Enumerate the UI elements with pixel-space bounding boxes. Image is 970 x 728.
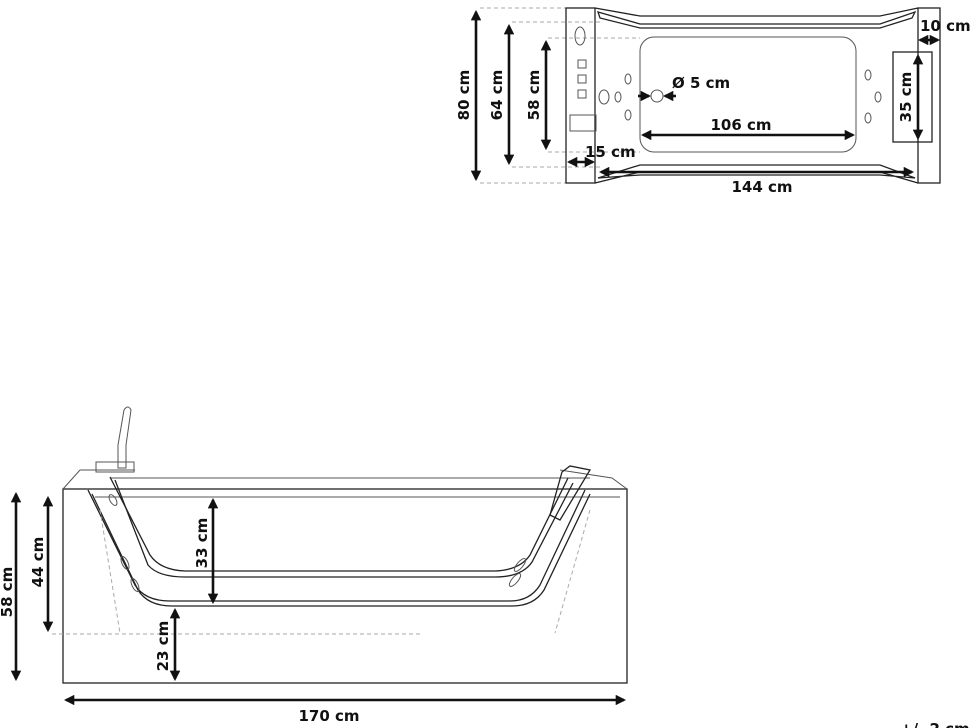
dim-10cm-label: 10 cm [920, 17, 970, 35]
dim-144cm-label: 144 cm [731, 178, 792, 196]
dim-170cm-label: 170 cm [298, 707, 359, 725]
button-icon [577, 89, 587, 99]
tolerance-note: +/- 2 cm [900, 720, 970, 728]
dim-23cm-label: 23 cm [154, 621, 172, 672]
drain-icon [650, 89, 664, 103]
dim-33cm-label: 33 cm [193, 518, 211, 569]
dim-106cm-label: 106 cm [710, 116, 771, 134]
dim-35cm-label: 35 cm [897, 72, 915, 123]
side-view: 58 cm 44 cm 33 cm 23 cm 170 cm [0, 406, 628, 725]
shower-head-icon [117, 406, 132, 469]
dim-80cm-label: 80 cm [455, 70, 473, 121]
dim-44cm-label: 44 cm [29, 537, 47, 588]
jet-icons [614, 69, 882, 124]
dim-64cm-label: 64 cm [488, 70, 506, 121]
headrest-icon [549, 465, 592, 521]
button-icon [577, 74, 587, 84]
dim-58cm-label: 58 cm [0, 567, 16, 618]
dim-58cm-label: 58 cm [525, 70, 543, 121]
dim-15cm-label: 15 cm [585, 143, 636, 161]
top-rim [594, 7, 919, 29]
headrest [892, 51, 933, 143]
faucet-icon [95, 461, 135, 473]
basin-outline [639, 36, 857, 153]
tub-body [62, 488, 628, 684]
control-panel-end [565, 7, 596, 184]
button-icon [577, 59, 587, 69]
display-panel [569, 114, 597, 132]
faucet-icon [598, 89, 610, 105]
tub-basin-inner [109, 476, 569, 572]
jet-icons [108, 494, 527, 592]
top-view: 80 cm 64 cm 58 cm 10 cm 35 cm Ø 5 cm 106… [455, 7, 970, 196]
control-knob-icon [574, 26, 586, 46]
dim-drain-label: Ø 5 cm [672, 74, 730, 92]
tub-basin-outer [87, 489, 586, 602]
